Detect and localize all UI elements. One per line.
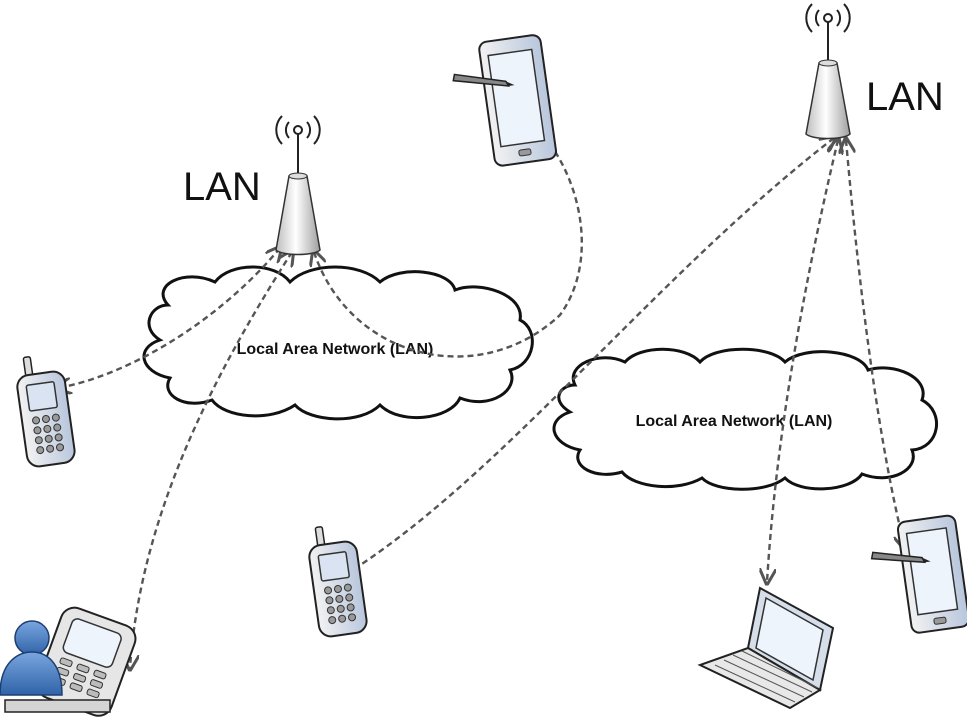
phone-left xyxy=(16,356,76,468)
access-point-right: LAN xyxy=(805,3,944,140)
tablet-icon xyxy=(478,34,558,167)
antenna-tower-icon xyxy=(805,62,851,140)
link-ap-right-phone-center xyxy=(340,138,834,578)
ap-left-label: LAN xyxy=(183,165,261,209)
phone-center xyxy=(308,526,368,638)
laptop xyxy=(697,586,835,710)
links xyxy=(58,132,905,668)
user-icon xyxy=(0,620,63,696)
tablet-icon xyxy=(896,514,967,634)
cellphone-icon xyxy=(16,356,76,468)
cloud-right-label: Local Area Network (LAN) xyxy=(636,413,833,430)
tablet-bottom-right xyxy=(870,514,967,634)
cloud-left-label: Local Area Network (LAN) xyxy=(237,341,434,358)
antenna-tower-icon xyxy=(275,175,321,256)
cloud-left: Local Area Network (LAN) xyxy=(142,265,534,421)
user-device xyxy=(0,606,137,717)
cellphone-icon xyxy=(308,526,368,638)
stylus-icon xyxy=(870,551,931,564)
wireless-signal-icon xyxy=(805,3,851,33)
tablet-top xyxy=(452,34,558,167)
link-ap-left-user-device xyxy=(130,252,292,668)
access-point-left: LAN xyxy=(183,115,321,256)
link-ap-right-laptop xyxy=(767,140,838,582)
wireless-signal-icon xyxy=(275,115,321,145)
link-ap-right-tablet-bottom-right xyxy=(846,140,905,548)
ap-right-label: LAN xyxy=(866,75,944,119)
laptop-icon xyxy=(697,586,835,710)
stylus-icon xyxy=(452,73,515,87)
